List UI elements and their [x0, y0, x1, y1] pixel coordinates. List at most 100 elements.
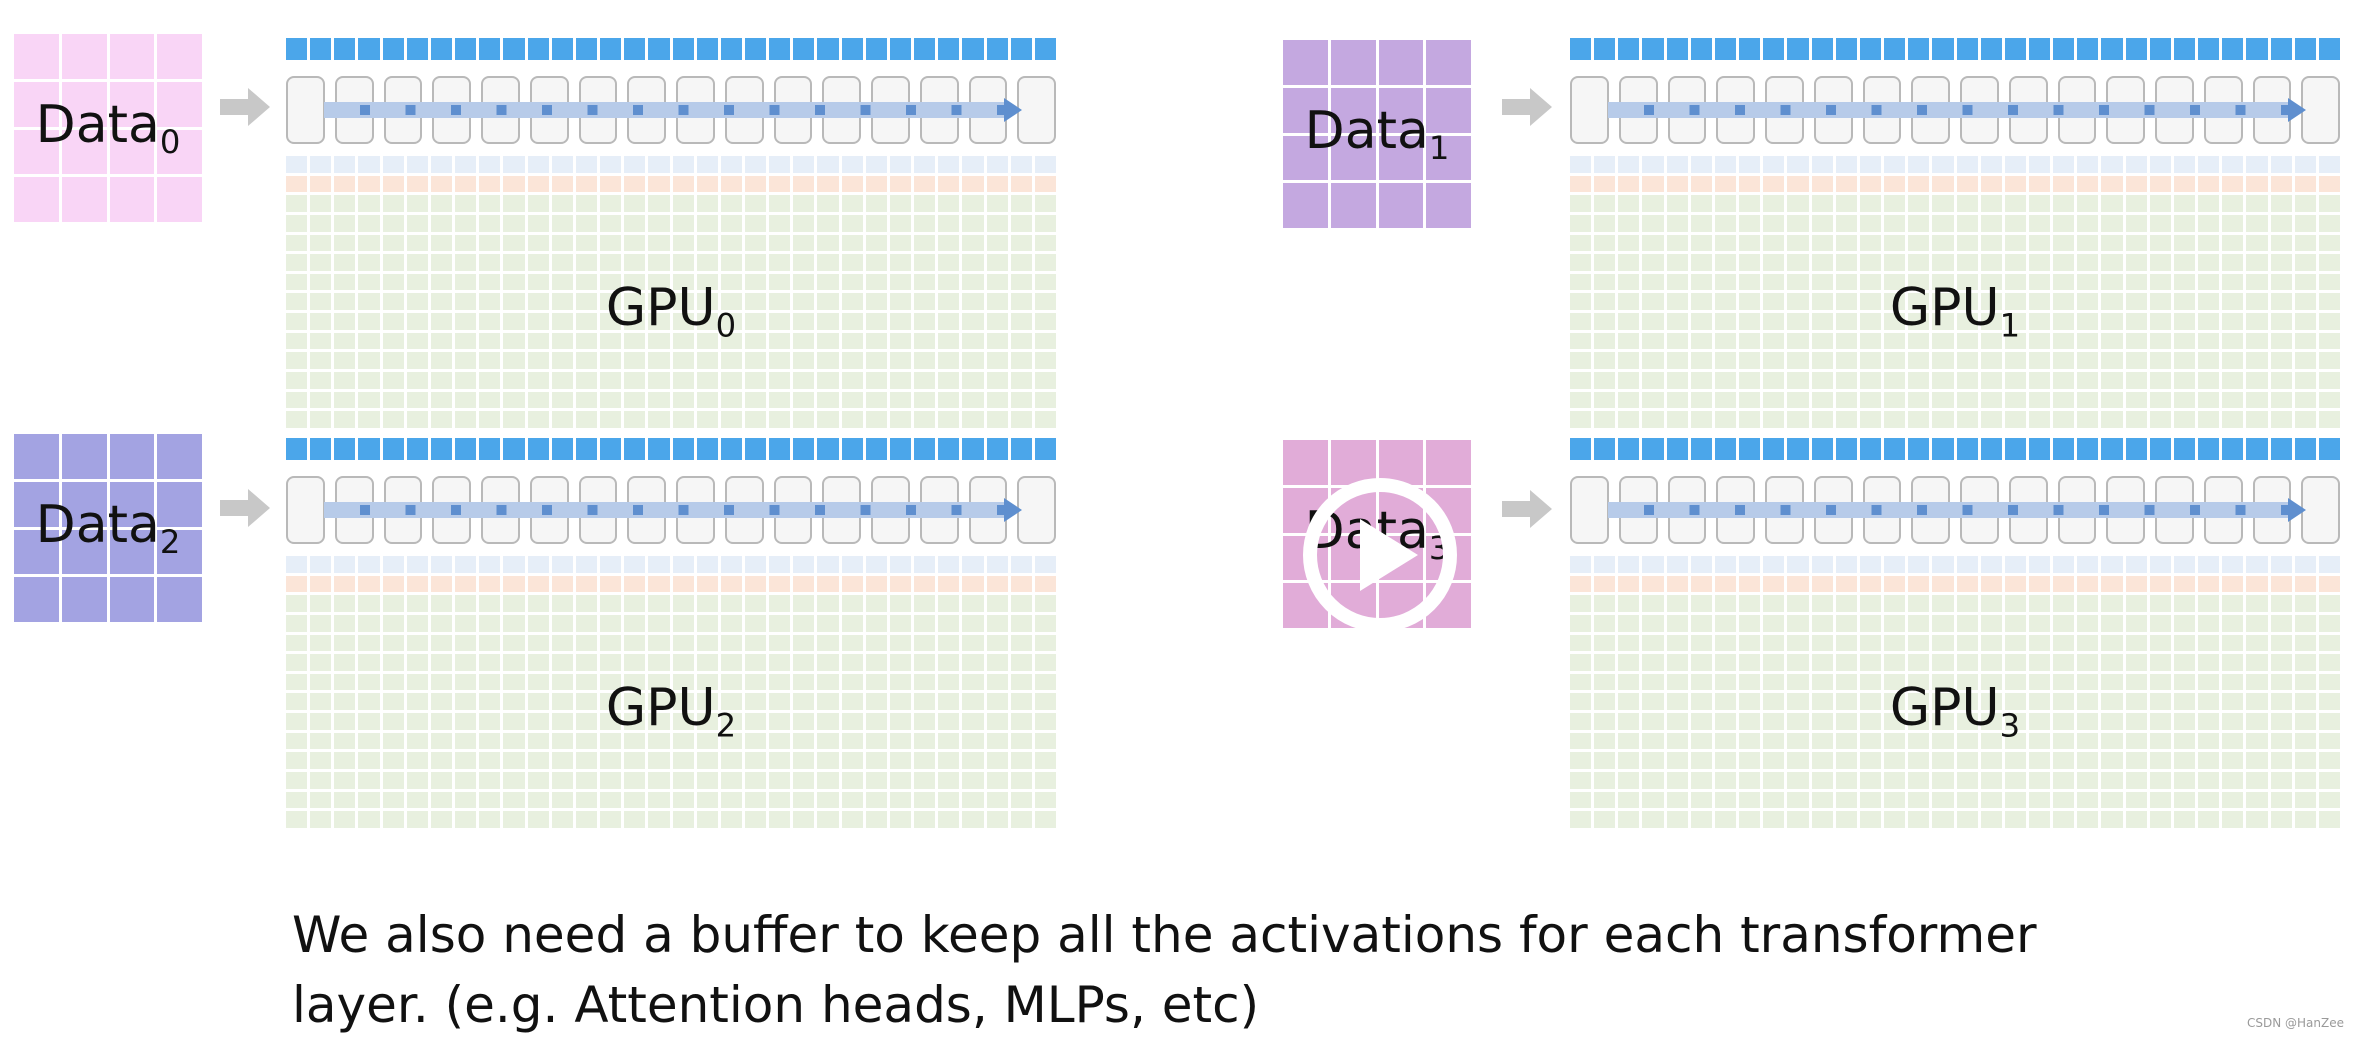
memory-cell [1714, 654, 1737, 671]
memory-cell [1594, 273, 1616, 291]
memory-cell [1908, 575, 1930, 593]
memory-cell [2077, 654, 2099, 671]
memory-cell [986, 254, 1008, 271]
memory-cell [2173, 391, 2196, 409]
data-grid-cell [14, 577, 59, 622]
memory-cell [696, 234, 718, 252]
memory-cell [1763, 575, 1785, 593]
memory-cell [1666, 732, 1688, 750]
memory-cell [2149, 732, 2171, 750]
memory-cell [430, 293, 453, 311]
memory-cell [914, 673, 936, 691]
memory-cell [503, 234, 525, 252]
memory-cell [1666, 273, 1688, 291]
memory-cell [986, 391, 1008, 409]
memory-cell [2318, 614, 2340, 632]
memory-cell [2173, 254, 2196, 271]
memory-cell [1690, 313, 1712, 330]
memory-cell [769, 575, 791, 593]
parameter-cell [2198, 438, 2220, 460]
memory-cell [672, 595, 694, 612]
memory-cell [1618, 556, 1640, 573]
memory-cell [986, 732, 1008, 750]
memory-cell [358, 293, 380, 311]
memory-cell [527, 332, 549, 350]
memory-cell [1956, 313, 1978, 330]
memory-cell [2028, 234, 2051, 252]
flow-connector [1780, 105, 1791, 115]
memory-cell [2246, 273, 2268, 291]
memory-cell [2077, 175, 2099, 193]
memory-cell [2222, 673, 2244, 691]
parameter-cell [1932, 38, 1954, 60]
memory-cell [914, 556, 936, 573]
memory-cell [2077, 614, 2099, 632]
parameter-cell [2053, 438, 2075, 460]
memory-cell [503, 214, 525, 232]
memory-cell [2077, 293, 2099, 311]
memory-cell [2125, 713, 2147, 730]
memory-cell [1714, 195, 1737, 212]
play-icon[interactable] [1300, 475, 1460, 635]
memory-cell [2101, 732, 2123, 750]
memory-cell [2318, 273, 2340, 291]
memory-cell [406, 293, 428, 311]
memory-cell [382, 372, 404, 389]
memory-cell [1884, 214, 1906, 232]
memory-cell [527, 791, 549, 809]
memory-cell [720, 614, 742, 632]
memory-cell [720, 673, 742, 691]
memory-cell [2173, 195, 2196, 212]
memory-cell [479, 411, 501, 428]
memory-cell [503, 195, 525, 212]
flow-connector [2235, 505, 2246, 515]
memory-cell [551, 614, 573, 632]
parameter-cell [1787, 438, 1809, 460]
memory-cell [1594, 713, 1616, 730]
memory-cell [310, 614, 332, 632]
memory-cell [1010, 732, 1032, 750]
memory-cell [2125, 556, 2147, 573]
memory-cell [624, 791, 646, 809]
memory-cell [793, 595, 815, 612]
memory-cell [2004, 752, 2026, 770]
flow-connector [2144, 505, 2155, 515]
parameter-cell [986, 438, 1008, 460]
memory-cell [2294, 293, 2316, 311]
memory-cell [1690, 791, 1712, 809]
memory-cell [2294, 391, 2316, 409]
flow-connector [633, 505, 643, 515]
memory-cell [2077, 752, 2099, 770]
memory-cell [986, 214, 1008, 232]
parameter-cell [310, 438, 332, 460]
memory-cell [889, 732, 912, 750]
memory-cell [744, 693, 767, 711]
memory-cell [1570, 673, 1592, 691]
memory-cell [841, 752, 863, 770]
memory-cell [479, 713, 501, 730]
memory-cell [889, 811, 912, 828]
memory-cell [479, 811, 501, 828]
memory-cell [744, 293, 767, 311]
memory-cell [2246, 811, 2268, 828]
memory-cell [2246, 791, 2268, 809]
memory-cell [2004, 214, 2026, 232]
memory-cell [551, 293, 573, 311]
memory-cell [1666, 156, 1688, 173]
memory-cell [2318, 156, 2340, 173]
memory-cell [938, 234, 960, 252]
memory-cell [1884, 352, 1906, 370]
memory-cell [962, 411, 984, 428]
memory-cell [1594, 811, 1616, 828]
memory-cell [865, 372, 887, 389]
memory-cell [1956, 273, 1978, 291]
memory-cell [672, 195, 694, 212]
memory-cell [889, 175, 912, 193]
memory-cell [696, 214, 718, 232]
memory-cell [2270, 752, 2292, 770]
memory-cell [1739, 234, 1761, 252]
memory-cell [1642, 372, 1664, 389]
memory-cell [720, 332, 742, 350]
memory-cell [382, 234, 404, 252]
memory-cell [1010, 693, 1032, 711]
